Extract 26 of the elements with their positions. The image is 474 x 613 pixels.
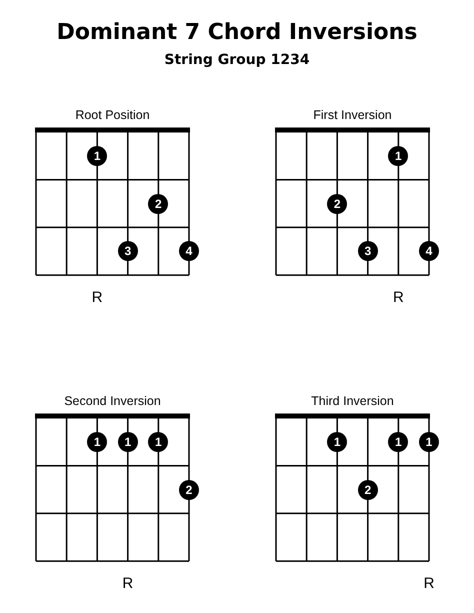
finger-dot: 3 [118,241,138,262]
finger-dot: 4 [179,241,199,262]
chord-title: Third Inversion [311,394,394,408]
finger-dot: 1 [118,432,138,452]
root-marker: R [392,289,404,307]
finger-dot: 2 [148,194,168,214]
finger-dot: 1 [388,432,408,452]
finger-dot: 1 [388,146,408,166]
chord-title: Root Position [75,108,150,122]
finger-dot: 3 [358,241,378,262]
subtitle: String Group 1234 [163,52,311,68]
diagram-title: Dominant 7 Chord Inversions [56,20,418,45]
finger-dot: 1 [419,432,439,452]
finger-dot: 2 [327,194,348,214]
chord-title: Second Inversion [64,394,161,408]
root-marker: R [424,575,434,593]
root-marker: R [122,575,134,593]
finger-dot: 2 [179,480,199,500]
root-marker: R [92,289,103,307]
finger-dot: 1 [148,432,168,452]
finger-dot: 2 [358,480,378,500]
finger-dot: 1 [87,146,108,166]
chord-title: First Inversion [313,108,392,122]
finger-dot: 4 [419,241,439,262]
finger-dot: 1 [87,432,108,452]
finger-dot: 1 [327,432,348,452]
